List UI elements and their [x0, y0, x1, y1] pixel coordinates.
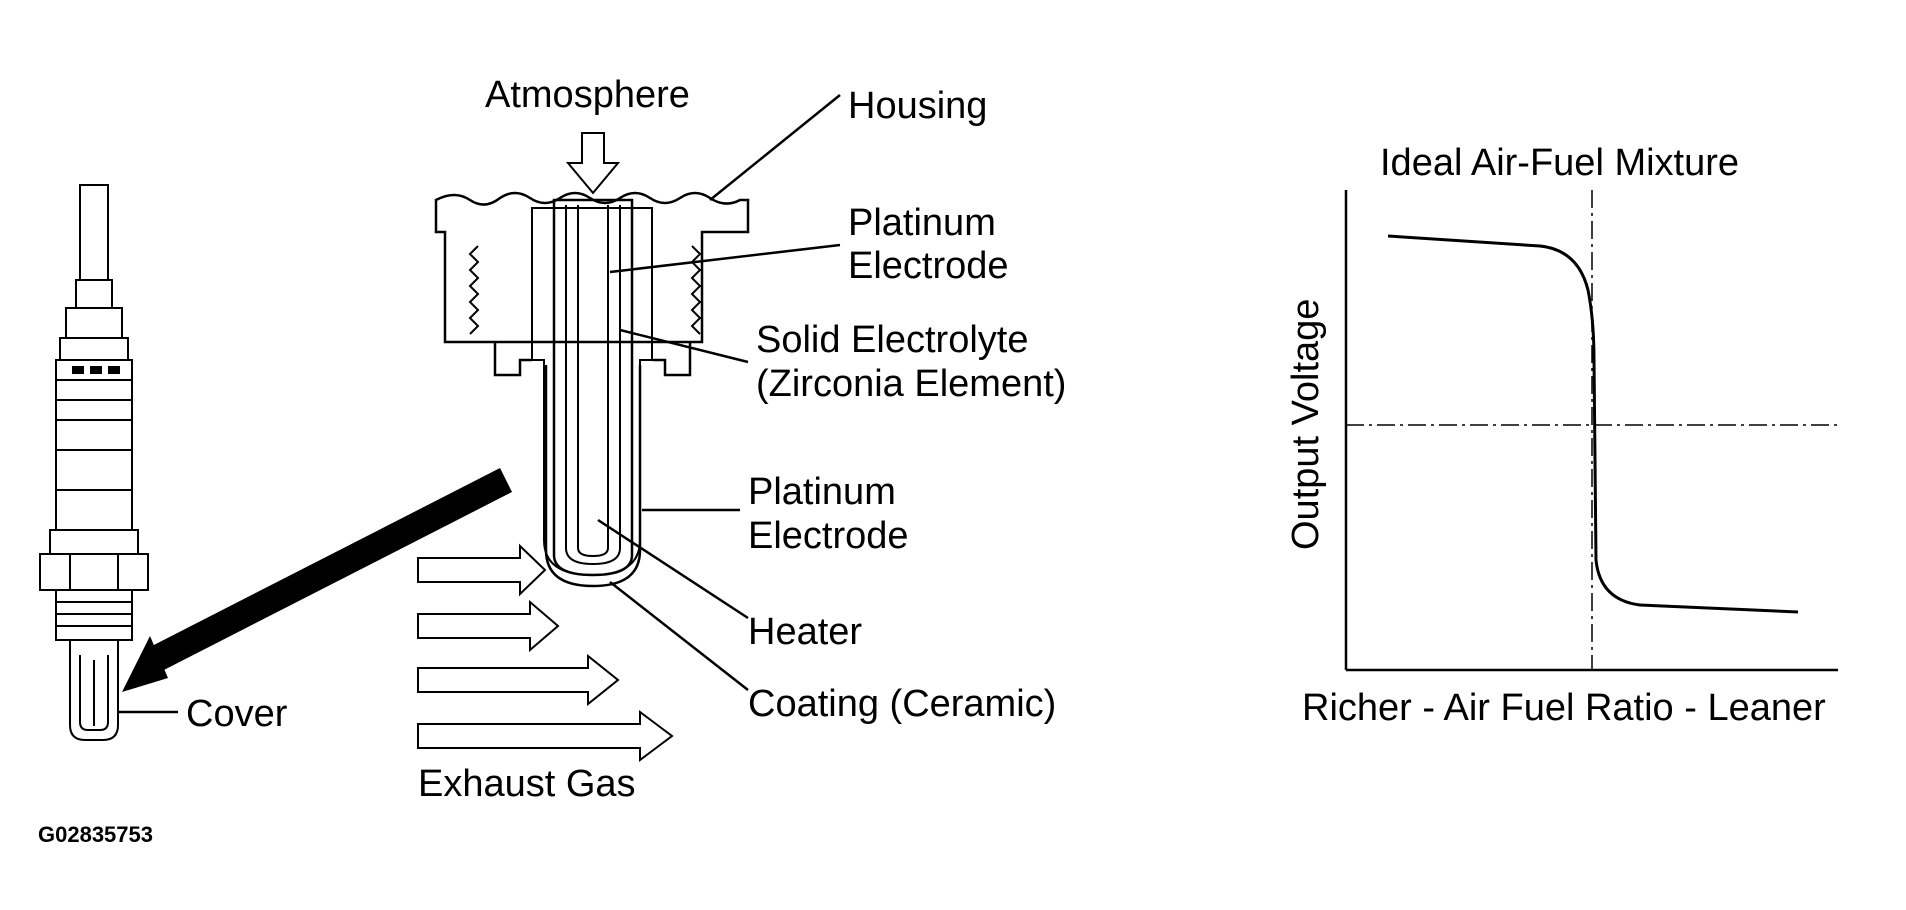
sensor-exterior: Cover	[39, 184, 288, 741]
platinum-electrode-top-label-2: Electrode	[848, 245, 1009, 287]
exhaust-arrow-icon	[417, 710, 674, 762]
output-curve	[1387, 234, 1799, 614]
figure-code: G02835753	[38, 822, 153, 847]
platinum-electrode-top-label-1: Platinum	[848, 202, 996, 244]
hex-nut	[39, 553, 149, 591]
solid-electrolyte-label-1: Solid Electrolyte	[756, 319, 1028, 361]
zirconia-element	[552, 198, 634, 577]
housing-body	[434, 191, 750, 344]
exhaust-gas-arrows	[417, 543, 674, 762]
housing-label: Housing	[848, 85, 987, 127]
exhaust-arrow-icon	[417, 599, 560, 653]
heater-rod	[577, 205, 609, 558]
exhaust-arrow-icon	[417, 543, 547, 597]
sensor-upper-body	[65, 307, 123, 339]
exhaust-arrow-icon	[417, 653, 620, 707]
sensor-wire	[79, 184, 109, 281]
atmosphere-label: Atmosphere	[485, 74, 690, 116]
coating-leader-line	[609, 581, 749, 691]
platinum-electrode-bottom-label-2: Electrode	[748, 515, 909, 557]
ceramic-coating	[544, 365, 642, 588]
cover-label: Cover	[186, 693, 288, 735]
sensor-cover	[69, 639, 119, 741]
heater-label: Heater	[748, 611, 862, 653]
sensor-collar	[49, 529, 139, 555]
exhaust-gas-label: Exhaust Gas	[418, 763, 636, 805]
cross-section: Atmosphere Housing Platinum Electrode So…	[417, 74, 1066, 805]
sensor-shield	[55, 419, 133, 531]
vent-hole-icon	[72, 366, 84, 374]
platinum-electrode-bottom-label-1: Platinum	[748, 471, 896, 513]
housing-leader-line	[709, 94, 841, 201]
pointer-arrow	[122, 468, 512, 692]
y-axis-label: Output Voltage	[1285, 299, 1327, 550]
output-voltage-graph: Ideal Air-Fuel Mixture Output Voltage Ri…	[1285, 142, 1838, 729]
x-axis-label: Richer - Air Fuel Ratio - Leaner	[1302, 687, 1826, 729]
atmosphere-arrow-icon	[565, 132, 621, 195]
coating-label: Coating (Ceramic)	[748, 683, 1056, 725]
arrow-head-icon	[122, 636, 168, 692]
solid-electrolyte-leader-line	[619, 328, 749, 364]
graph-title: Ideal Air-Fuel Mixture	[1380, 142, 1739, 184]
platinum-electrode-top-leader-line	[609, 243, 841, 274]
sensor-wire-boot	[75, 279, 113, 309]
solid-electrolyte-label-2: (Zirconia Element)	[756, 363, 1066, 405]
heater-leader-line	[597, 518, 749, 620]
dotted-fill	[531, 207, 653, 577]
